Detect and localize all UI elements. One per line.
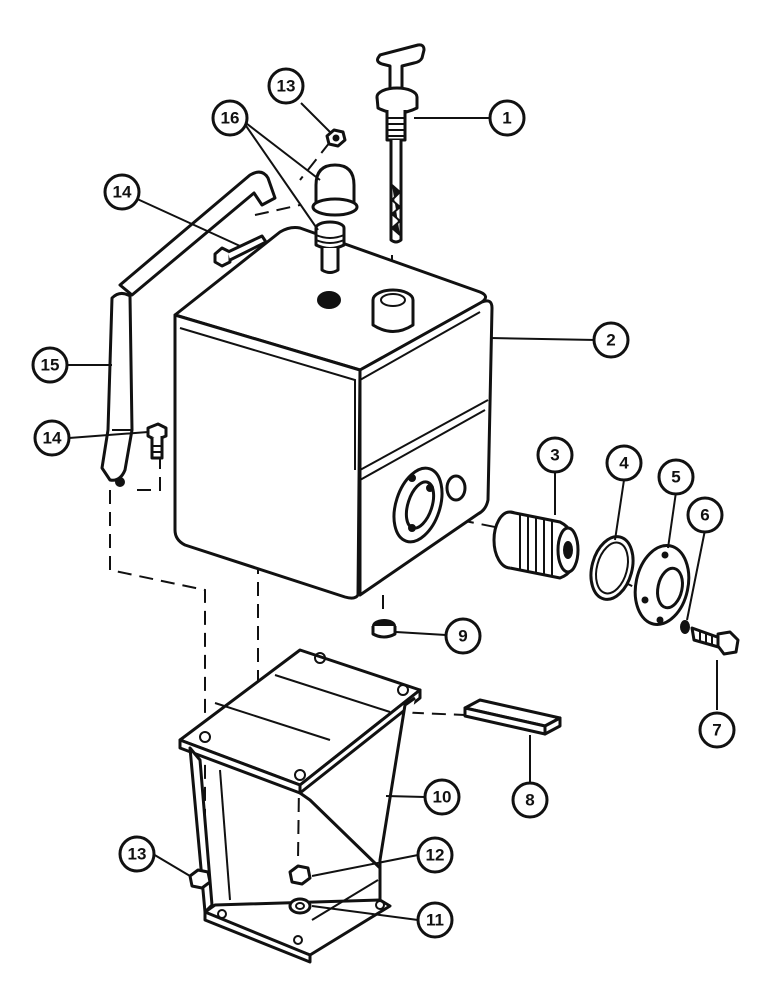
leader-lines bbox=[67, 102, 718, 921]
svg-text:9: 9 bbox=[458, 627, 467, 646]
svg-text:11: 11 bbox=[426, 911, 444, 930]
svg-text:13: 13 bbox=[277, 77, 296, 96]
callout-6: 6 bbox=[686, 496, 724, 534]
mounting-bracket bbox=[178, 648, 422, 964]
callout-14-lower: 14 bbox=[33, 419, 71, 457]
callout-8: 8 bbox=[511, 781, 549, 819]
callout-1: 1 bbox=[488, 99, 526, 137]
hydraulic-tank bbox=[173, 226, 494, 600]
callout-7: 7 bbox=[698, 711, 736, 749]
svg-text:15: 15 bbox=[41, 356, 60, 375]
hex-nut-bottom-left bbox=[188, 868, 212, 890]
callout-4: 4 bbox=[605, 444, 643, 482]
callout-3: 3 bbox=[536, 436, 574, 474]
callout-10: 10 bbox=[423, 778, 461, 816]
spacer-pad bbox=[463, 698, 562, 736]
flat-washer bbox=[288, 897, 312, 915]
lock-washer bbox=[680, 620, 690, 634]
filter-element bbox=[492, 510, 580, 580]
svg-text:2: 2 bbox=[606, 331, 615, 350]
callout-5: 5 bbox=[657, 458, 695, 496]
callout-9: 9 bbox=[444, 617, 482, 655]
callout-12: 12 bbox=[416, 836, 454, 874]
callout-11: 11 bbox=[416, 901, 454, 939]
svg-text:5: 5 bbox=[671, 468, 680, 487]
breather-cap bbox=[311, 163, 359, 217]
svg-text:8: 8 bbox=[525, 791, 534, 810]
bolt-upper bbox=[213, 234, 268, 268]
dipstick-filler-cap bbox=[375, 43, 426, 244]
callout-13-top: 13 bbox=[267, 67, 305, 105]
cover-bolt bbox=[690, 626, 740, 656]
svg-text:16: 16 bbox=[221, 109, 240, 128]
svg-text:13: 13 bbox=[128, 845, 147, 864]
svg-text:6: 6 bbox=[700, 506, 709, 525]
o-ring bbox=[589, 535, 635, 601]
drain-plug bbox=[371, 619, 397, 639]
callout-16: 16 bbox=[211, 99, 249, 137]
filter-cover bbox=[633, 544, 691, 626]
callout-14-upper: 14 bbox=[103, 173, 141, 211]
svg-text:4: 4 bbox=[619, 454, 629, 473]
svg-text:12: 12 bbox=[426, 846, 445, 865]
svg-text:1: 1 bbox=[502, 109, 511, 128]
hex-nut-bottom bbox=[288, 864, 312, 886]
svg-text:7: 7 bbox=[712, 721, 721, 740]
bolt-lower bbox=[146, 422, 168, 460]
svg-text:14: 14 bbox=[113, 183, 132, 202]
svg-text:3: 3 bbox=[550, 446, 559, 465]
callout-15: 15 bbox=[31, 346, 69, 384]
svg-text:10: 10 bbox=[433, 788, 452, 807]
callout-2: 2 bbox=[592, 321, 630, 359]
breather-fitting bbox=[314, 220, 346, 274]
callout-13-bottom: 13 bbox=[118, 835, 156, 873]
hex-nut-top bbox=[325, 128, 347, 148]
svg-text:14: 14 bbox=[43, 429, 62, 448]
